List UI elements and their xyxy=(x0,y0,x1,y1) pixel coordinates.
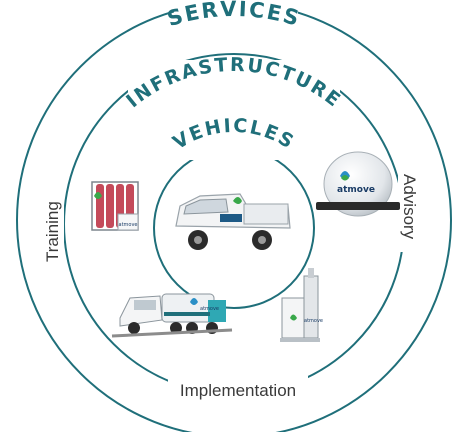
advisory-label: Advisory xyxy=(400,174,419,240)
hydrogen-dome-image: atmove xyxy=(316,151,400,217)
electric-pickup-image xyxy=(175,193,291,250)
implementation-label: Implementation xyxy=(180,381,296,400)
truck-brand-text: atmove xyxy=(200,306,219,312)
rack-brand-text: atmove xyxy=(119,222,138,228)
gas-cylinder-rack-image: atmove xyxy=(91,181,139,231)
dome-brand-text: atmove xyxy=(337,185,375,195)
training-label: Training xyxy=(43,201,62,262)
dispenser-brand-text: atmove xyxy=(304,318,323,324)
refuelling-dispenser-image: atmove xyxy=(280,268,323,342)
tanker-truck-image: atmove xyxy=(111,293,233,338)
